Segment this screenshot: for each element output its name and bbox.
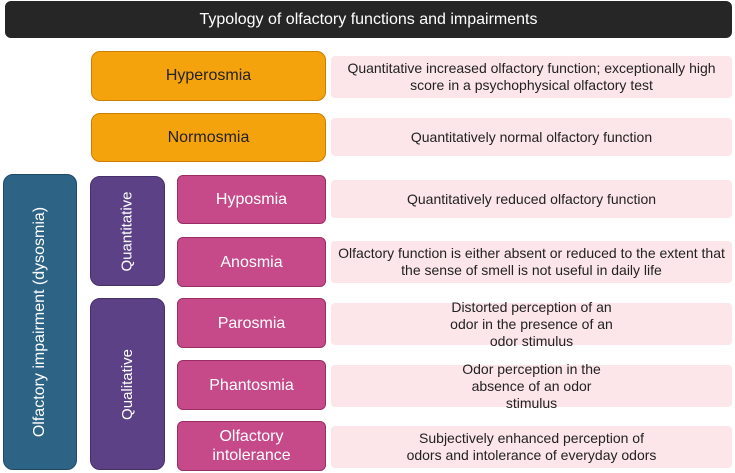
group-dysosmia-label: Olfactory impairment (dysosmia) xyxy=(31,206,48,438)
diagram-title: Typology of olfactory functions and impa… xyxy=(5,1,732,38)
description-olfactory-intolerance: Subjectively enhanced perception of odor… xyxy=(331,426,732,468)
description-normosmia: Quantitatively normal olfactory function xyxy=(331,118,732,156)
description-hyposmia: Quantitatively reduced olfactory functio… xyxy=(331,180,732,218)
group-dysosmia: Olfactory impairment (dysosmia) xyxy=(3,174,77,470)
term-olfactory-intolerance: Olfactory intolerance xyxy=(177,421,326,471)
term-parosmia: Parosmia xyxy=(177,298,326,348)
description-hyperosmia: Quantitative increased olfactory functio… xyxy=(331,56,732,98)
description-phantosmia: Odor perception in the absence of an odo… xyxy=(331,361,732,411)
description-anosmia: Olfactory function is either absent or r… xyxy=(331,241,732,283)
group-quantitative: Quantitative xyxy=(90,176,165,286)
term-hyperosmia: Hyperosmia xyxy=(91,51,326,101)
group-qualitative: Qualitative xyxy=(90,298,165,470)
description-parosmia: Distorted perception of an odor in the p… xyxy=(331,299,732,349)
term-normosmia: Normosmia xyxy=(91,113,326,162)
term-phantosmia: Phantosmia xyxy=(177,360,326,410)
term-anosmia: Anosmia xyxy=(177,237,326,287)
group-qualitative-label: Qualitative xyxy=(119,348,136,420)
term-hyposmia: Hyposmia xyxy=(177,175,326,224)
group-quantitative-label: Quantitative xyxy=(119,190,137,272)
